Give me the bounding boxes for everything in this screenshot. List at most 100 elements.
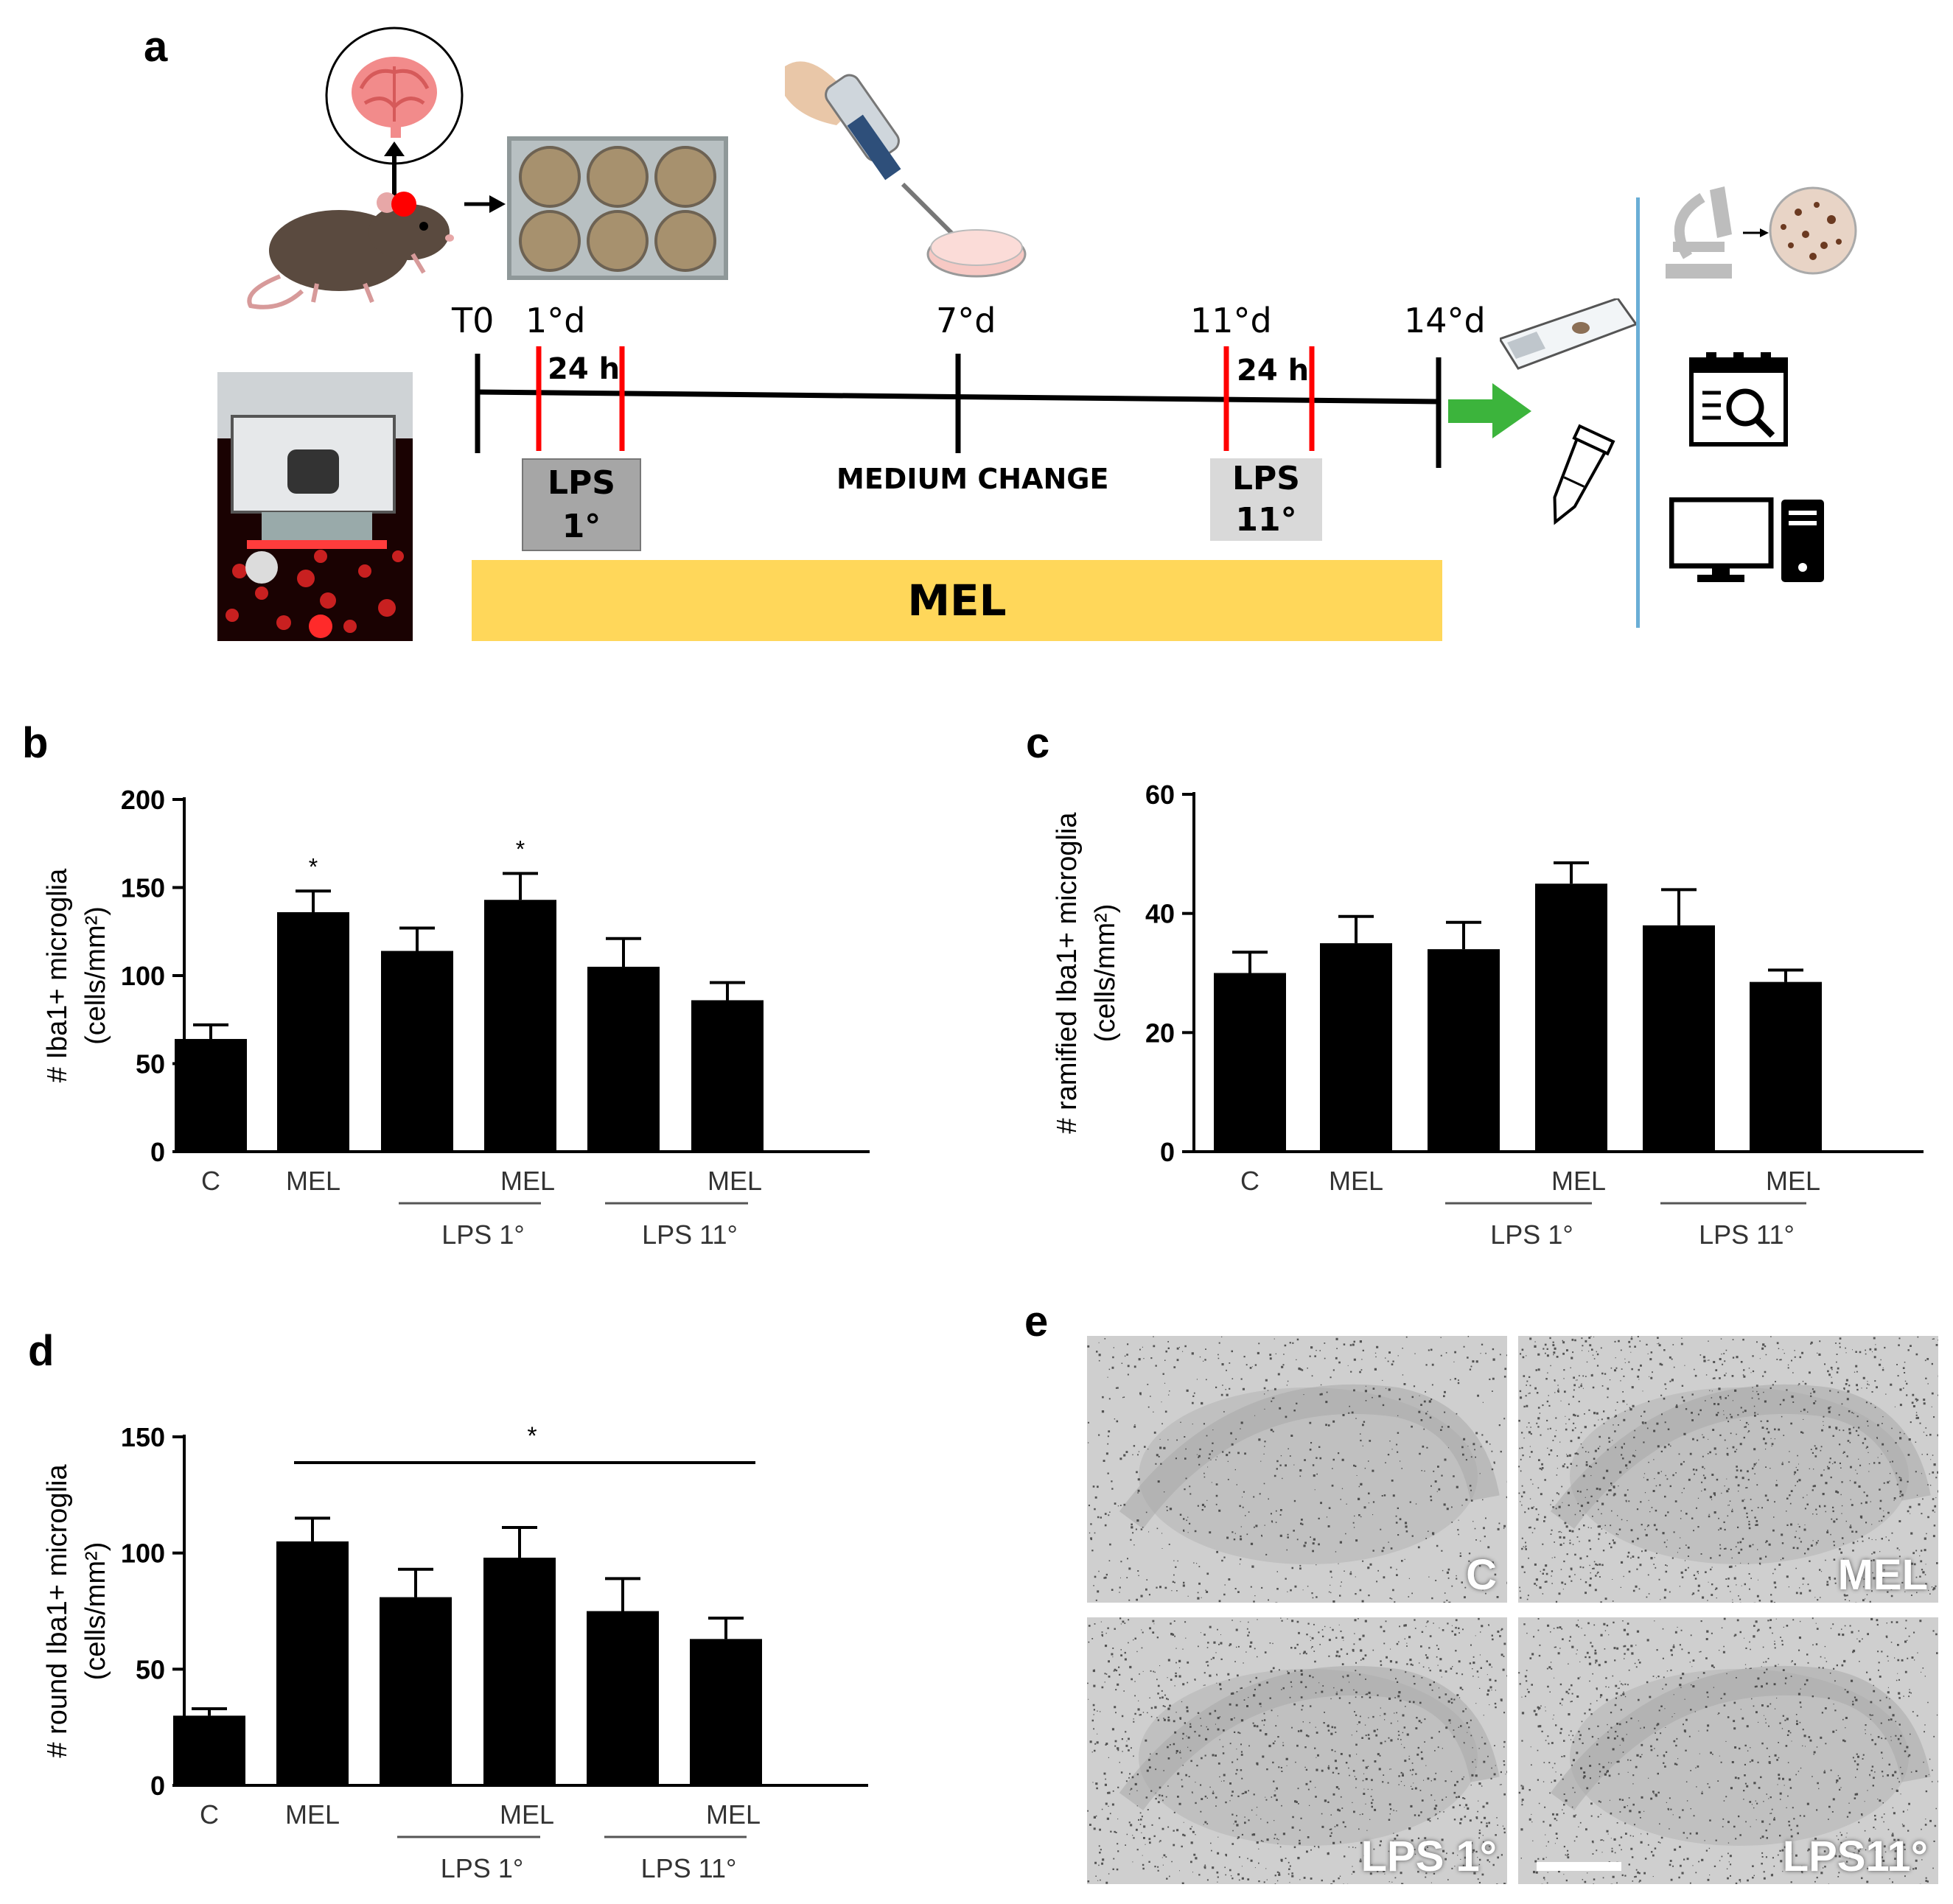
y-tick-label: 20 (1145, 1018, 1175, 1048)
bar-1 (276, 1541, 349, 1785)
y-axis-label: # ramified Iba1+ microglia (1052, 812, 1083, 1134)
y-tick-label: 40 (1145, 899, 1175, 929)
pipette-icon (785, 61, 969, 251)
panel-label-a: a (144, 23, 168, 71)
bar-4 (1643, 925, 1715, 1152)
x-tick-label-1: MEL (1329, 1166, 1383, 1196)
bar-0 (173, 1715, 245, 1785)
y-tick-label: 0 (150, 1771, 165, 1801)
brain-icon (325, 27, 464, 165)
bar-0 (175, 1039, 247, 1152)
mel-bar: MEL (472, 560, 1442, 641)
green-arrow-icon (1448, 383, 1531, 438)
y-tick-label: 50 (136, 1654, 165, 1684)
bar-3 (484, 900, 556, 1152)
x-tick-label-3: MEL (1551, 1166, 1606, 1196)
y-tick-label: 150 (121, 873, 165, 903)
x-tick-label-0: C (200, 1799, 219, 1830)
mouse-icon (247, 192, 454, 309)
panel-label-e: e (1024, 1298, 1049, 1345)
lps1-box-line2: 1° (562, 508, 601, 545)
report-icon (1689, 352, 1788, 447)
group-label-1: LPS 11° (1699, 1219, 1795, 1250)
bar-2 (1428, 949, 1500, 1152)
timeline-label-t0: T0 (452, 301, 495, 340)
micrograph-label-mel: MEL (1837, 1551, 1928, 1599)
x-tick-label-5: MEL (706, 1799, 761, 1830)
significance-bar-label: * (527, 1422, 537, 1450)
y-axis-label: (cells/mm²) (80, 1542, 111, 1681)
panel-label-c: c (1026, 719, 1050, 767)
timeline-label-7d: 7°d (936, 301, 996, 340)
group-label-0: LPS 1° (441, 1219, 524, 1250)
lps11-box-line1: LPS (1232, 460, 1300, 497)
significance-3: * (516, 836, 525, 862)
micrograph-lps11-image (1518, 1617, 1938, 1884)
culture-plate-icon (507, 136, 728, 280)
bar-5 (691, 1000, 764, 1152)
panel-label-d: d (28, 1327, 55, 1375)
y-tick-label: 0 (150, 1137, 165, 1167)
y-tick-label: 60 (1145, 780, 1175, 810)
micrograph-lps11: LPS11° (1518, 1617, 1938, 1884)
group-label-1: LPS 11° (642, 1219, 738, 1250)
y-tick-label: 0 (1160, 1137, 1175, 1167)
micrograph-mel-image (1518, 1336, 1938, 1603)
lps11-box: LPS 11° (1210, 458, 1322, 541)
petri-dish-icon (926, 229, 1027, 278)
micrograph-c: C (1087, 1336, 1507, 1603)
micrograph-lps1: LPS 1° (1087, 1617, 1507, 1884)
interval-label-11: 24 h (1237, 354, 1310, 388)
y-tick-label: 100 (121, 1539, 165, 1569)
bar-0 (1214, 973, 1286, 1152)
group-label-0: LPS 1° (441, 1853, 523, 1883)
y-axis-label: # Iba1+ microglia (42, 868, 73, 1082)
computer-icon (1669, 497, 1824, 582)
panel-label-b: b (22, 719, 49, 767)
interval-label-1: 24 h (548, 352, 621, 386)
timeline-label-14d: 14°d (1404, 301, 1486, 340)
slide-icon (1500, 298, 1636, 370)
y-tick-label: 200 (121, 785, 165, 815)
x-tick-label-5: MEL (708, 1166, 762, 1196)
x-tick-label-1: MEL (286, 1166, 340, 1196)
bar-5 (690, 1639, 762, 1785)
timeline-label-11d: 11°d (1190, 301, 1272, 340)
chart-c-ramified-microglia: 0 20 40 60 # ramified Iba1+ microglia(cells/… (1052, 780, 1924, 1250)
timeline (475, 346, 1442, 468)
arrow-right-icon (464, 195, 506, 213)
micrograph-c-image (1087, 1336, 1507, 1603)
y-tick-label: 100 (121, 961, 165, 991)
y-tick-label: 150 (121, 1422, 165, 1452)
bar-3 (483, 1557, 556, 1785)
y-axis-label: (cells/mm²) (1090, 904, 1121, 1043)
x-tick-label-3: MEL (500, 1799, 554, 1830)
x-tick-label-5: MEL (1766, 1166, 1820, 1196)
bar-5 (1750, 981, 1822, 1152)
microscope-icon (1666, 186, 1857, 279)
bar-2 (381, 951, 453, 1152)
x-tick-label-3: MEL (500, 1166, 555, 1196)
bar-4 (587, 967, 660, 1152)
y-axis-label: # round Iba1+ microglia (42, 1464, 73, 1758)
lps11-box-line2: 11° (1235, 501, 1297, 539)
group-label-0: LPS 1° (1490, 1219, 1573, 1250)
micrograph-label-lps11: LPS11° (1782, 1833, 1928, 1880)
bar-4 (587, 1611, 659, 1785)
bar-2 (380, 1597, 452, 1785)
bar-1 (277, 911, 349, 1152)
x-tick-label-1: MEL (285, 1799, 340, 1830)
tube-icon (1553, 424, 1615, 525)
group-label-1: LPS 11° (641, 1853, 737, 1883)
micrograph-label-lps1: LPS 1° (1360, 1833, 1497, 1880)
x-tick-label-0: C (201, 1166, 220, 1196)
lps1-box-line1: LPS (548, 464, 615, 502)
micrograph-label-c: C (1466, 1551, 1497, 1599)
mel-bar-label: MEL (907, 575, 1007, 626)
significance-1: * (309, 853, 318, 880)
bar-1 (1320, 943, 1392, 1152)
arrow-up-icon (384, 141, 405, 197)
slicer-photo (217, 372, 413, 641)
bar-3 (1535, 883, 1607, 1152)
lps1-box: LPS 1° (522, 458, 641, 551)
